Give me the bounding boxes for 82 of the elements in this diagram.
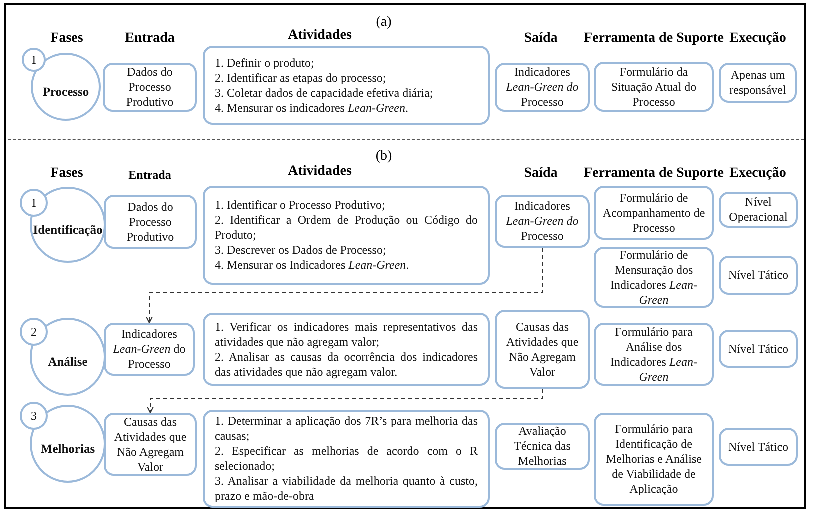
number-circle (20, 318, 48, 346)
box-text: Nível Tático (728, 440, 789, 454)
phase-name: Identificação (33, 223, 103, 239)
phase-name: Processo (42, 85, 90, 101)
phase-number: 2 (31, 324, 37, 340)
column-header: Fases (50, 31, 84, 47)
phase-name: Análise (48, 355, 88, 371)
box-text: Dados do Processo Produtivo (126, 200, 176, 244)
process-box (495, 195, 590, 248)
column-header: Saída (524, 166, 558, 182)
column-header: Atividades (288, 164, 352, 180)
box-text: Causas das Atividades que Não Agregam Valor (113, 414, 188, 474)
activity-box (203, 410, 490, 508)
process-box (719, 256, 798, 295)
activity-item: 2. Analisar as causas da ocorrência dos indicadores das atividades que não agregam valor. (215, 350, 478, 380)
box-text: Formulário de Acompanhamento de Processo (602, 190, 706, 236)
activity-item: 3. Descrever os Dados de Processo; (215, 243, 388, 258)
process-box (594, 323, 714, 386)
arrow (147, 388, 543, 414)
phase-circle (31, 53, 101, 121)
column-header: Execução (730, 166, 786, 182)
process-box (719, 428, 798, 466)
column-header: Ferramenta de Suporte (584, 166, 724, 182)
number-circle (20, 189, 48, 217)
box-text: Indicadores Lean-Green do Processo (505, 65, 580, 110)
column-header: Fases (50, 166, 84, 182)
process-box (104, 323, 195, 376)
process-box (104, 195, 197, 249)
box-text: Formulário da Situação Atual do Processo (610, 64, 698, 110)
activity-box (203, 46, 490, 125)
phase-name: Melhorias (40, 442, 96, 458)
box-text: Nível Tático (728, 268, 789, 283)
activity-item: 2. Identificar a Ordem de Produção ou Código do Produto; (215, 213, 478, 243)
activity-box (203, 313, 490, 386)
process-box (594, 186, 714, 240)
process-box (103, 63, 197, 112)
box-text: Formulário para Identificação de Melhorias e Análise de Viabilidade de Aplicação (605, 422, 703, 497)
activity-item: 3. Analisar a viabilidade da melhoria quanto à custo, prazo e mão-de-obra (215, 474, 478, 504)
box-text: Indicadores Lean-Green do Processo (112, 327, 187, 372)
arrow (146, 248, 543, 324)
box-text: Avaliação Técnica das Melhorias (513, 424, 572, 469)
phase-number: 3 (31, 408, 37, 424)
phase-number: 1 (31, 196, 37, 210)
box-text: Indicadores Lean-Green do Processo (505, 199, 580, 244)
process-box (719, 192, 798, 228)
process-box (594, 247, 714, 308)
activity-item: 1. Definir o produto; (215, 56, 316, 70)
panel-label: (a) (376, 15, 392, 31)
activity-item: 2. Identificar as etapas do processo; (215, 70, 388, 86)
process-box (495, 63, 590, 112)
box-text: Dados do Processo Produtivo (125, 65, 175, 110)
panel-label: (b) (376, 149, 392, 165)
box-text: Formulário de Mensuração dos Indicadores Lean-Green (610, 248, 698, 308)
column-header: Entrada (125, 31, 175, 47)
box-text: Nível Operacional (728, 195, 789, 225)
process-box (594, 413, 714, 506)
process-box (594, 62, 714, 112)
box-text: Causas das Atividades que Não Agregam Valor (505, 320, 580, 380)
box-text: Apenas um responsável (728, 68, 788, 98)
number-circle (22, 48, 46, 72)
activity-item: 3. Coletar dados de capacidade efetiva diária; (215, 86, 434, 100)
process-box (719, 330, 798, 368)
process-box (495, 310, 590, 389)
activity-box (203, 186, 490, 285)
column-header: Ferramenta de Suporte (584, 31, 724, 47)
activity-item: 1. Verificar os indicadores mais representativos das atividades que não agregam valor; (215, 320, 478, 350)
column-header: Execução (730, 31, 786, 47)
activity-item: 1. Determinar a aplicação dos 7R’s para melhoria das causas; (215, 414, 478, 444)
number-circle (20, 402, 48, 430)
column-header: Entrada (128, 168, 172, 183)
box-text: Formulário para Análise dos Indicadores Lean-Green (610, 324, 698, 384)
column-header: Atividades (288, 28, 352, 44)
process-box (495, 423, 590, 470)
activity-item: 4. Mensurar os indicadores Lean-Green. (215, 100, 410, 116)
process-box (104, 413, 197, 476)
process-box (719, 63, 797, 103)
phase-number: 1 (31, 52, 37, 68)
column-header: Saída (524, 31, 558, 47)
box-text: Nível Tático (728, 342, 789, 356)
activity-item: 4. Mensurar os Indicadores Lean-Green. (215, 258, 410, 273)
activity-item: 1. Identificar o Processo Produtivo; (215, 198, 386, 213)
activity-item: 2. Especificar as melhorias de acordo com o R selecionado; (215, 444, 478, 474)
